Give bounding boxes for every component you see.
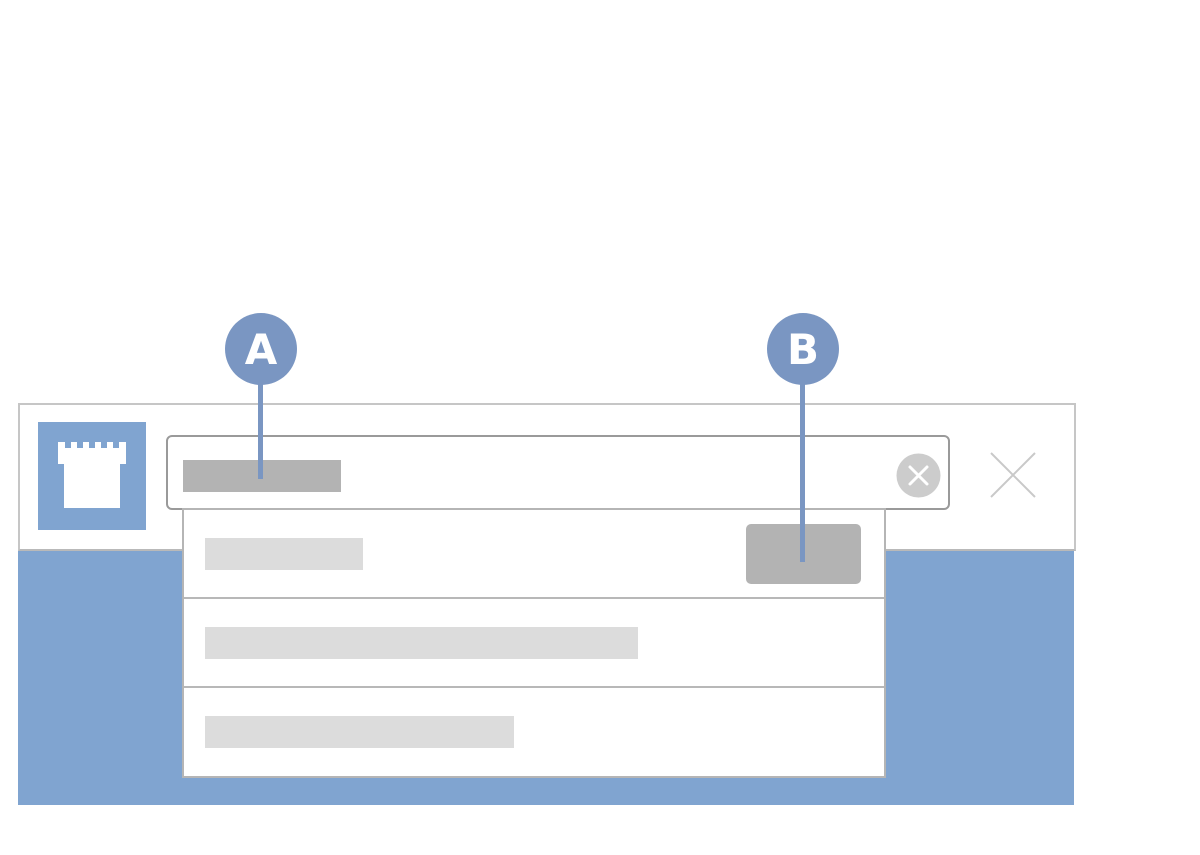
callout-a-leader	[258, 382, 263, 479]
suggestion-text-placeholder	[205, 538, 363, 570]
close-icon[interactable]	[988, 450, 1038, 500]
callout-b-leader	[800, 382, 805, 562]
suggestion-row[interactable]	[184, 510, 884, 599]
callout-a-marker: A	[225, 313, 297, 385]
suggestion-row[interactable]	[184, 599, 884, 688]
suggestion-text-placeholder	[205, 716, 514, 748]
suggestion-row[interactable]	[184, 688, 884, 777]
storefront-icon	[38, 422, 146, 530]
clear-circle-icon[interactable]	[896, 453, 941, 498]
suggestion-text-placeholder	[205, 627, 638, 659]
callout-b-marker: B	[767, 313, 839, 385]
suggestion-dropdown	[182, 508, 886, 778]
